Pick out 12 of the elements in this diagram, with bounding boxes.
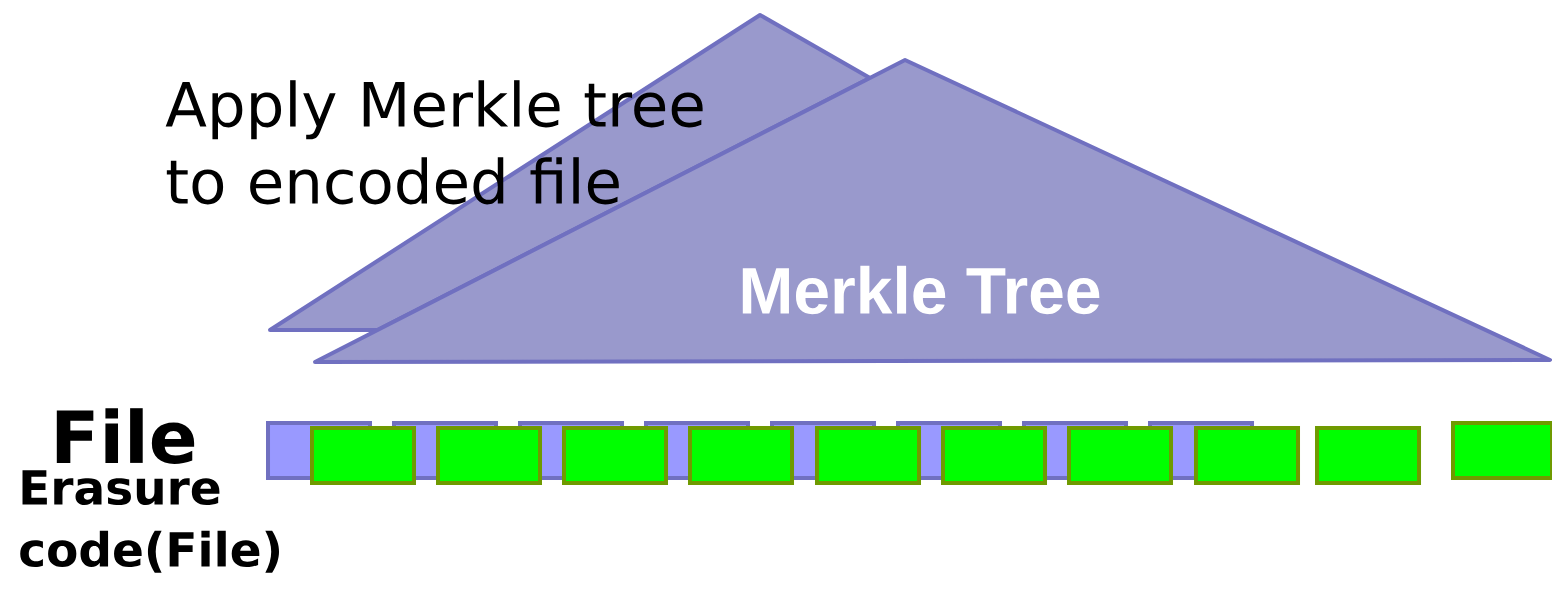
erasure-code-label: Erasure code(File): [20, 470, 279, 573]
encoded-block: [1315, 426, 1421, 485]
encoded-block: [562, 426, 668, 485]
encoded-block: [688, 426, 794, 485]
encoded-block: [815, 426, 921, 485]
encoded-block: [436, 426, 542, 485]
encoded-block: [1067, 426, 1173, 485]
encoded-block: [310, 426, 416, 485]
file-label: File: [56, 408, 195, 464]
encoded-block: [1451, 421, 1552, 480]
encoded-block: [941, 426, 1047, 485]
encoded-block: [1194, 426, 1300, 485]
